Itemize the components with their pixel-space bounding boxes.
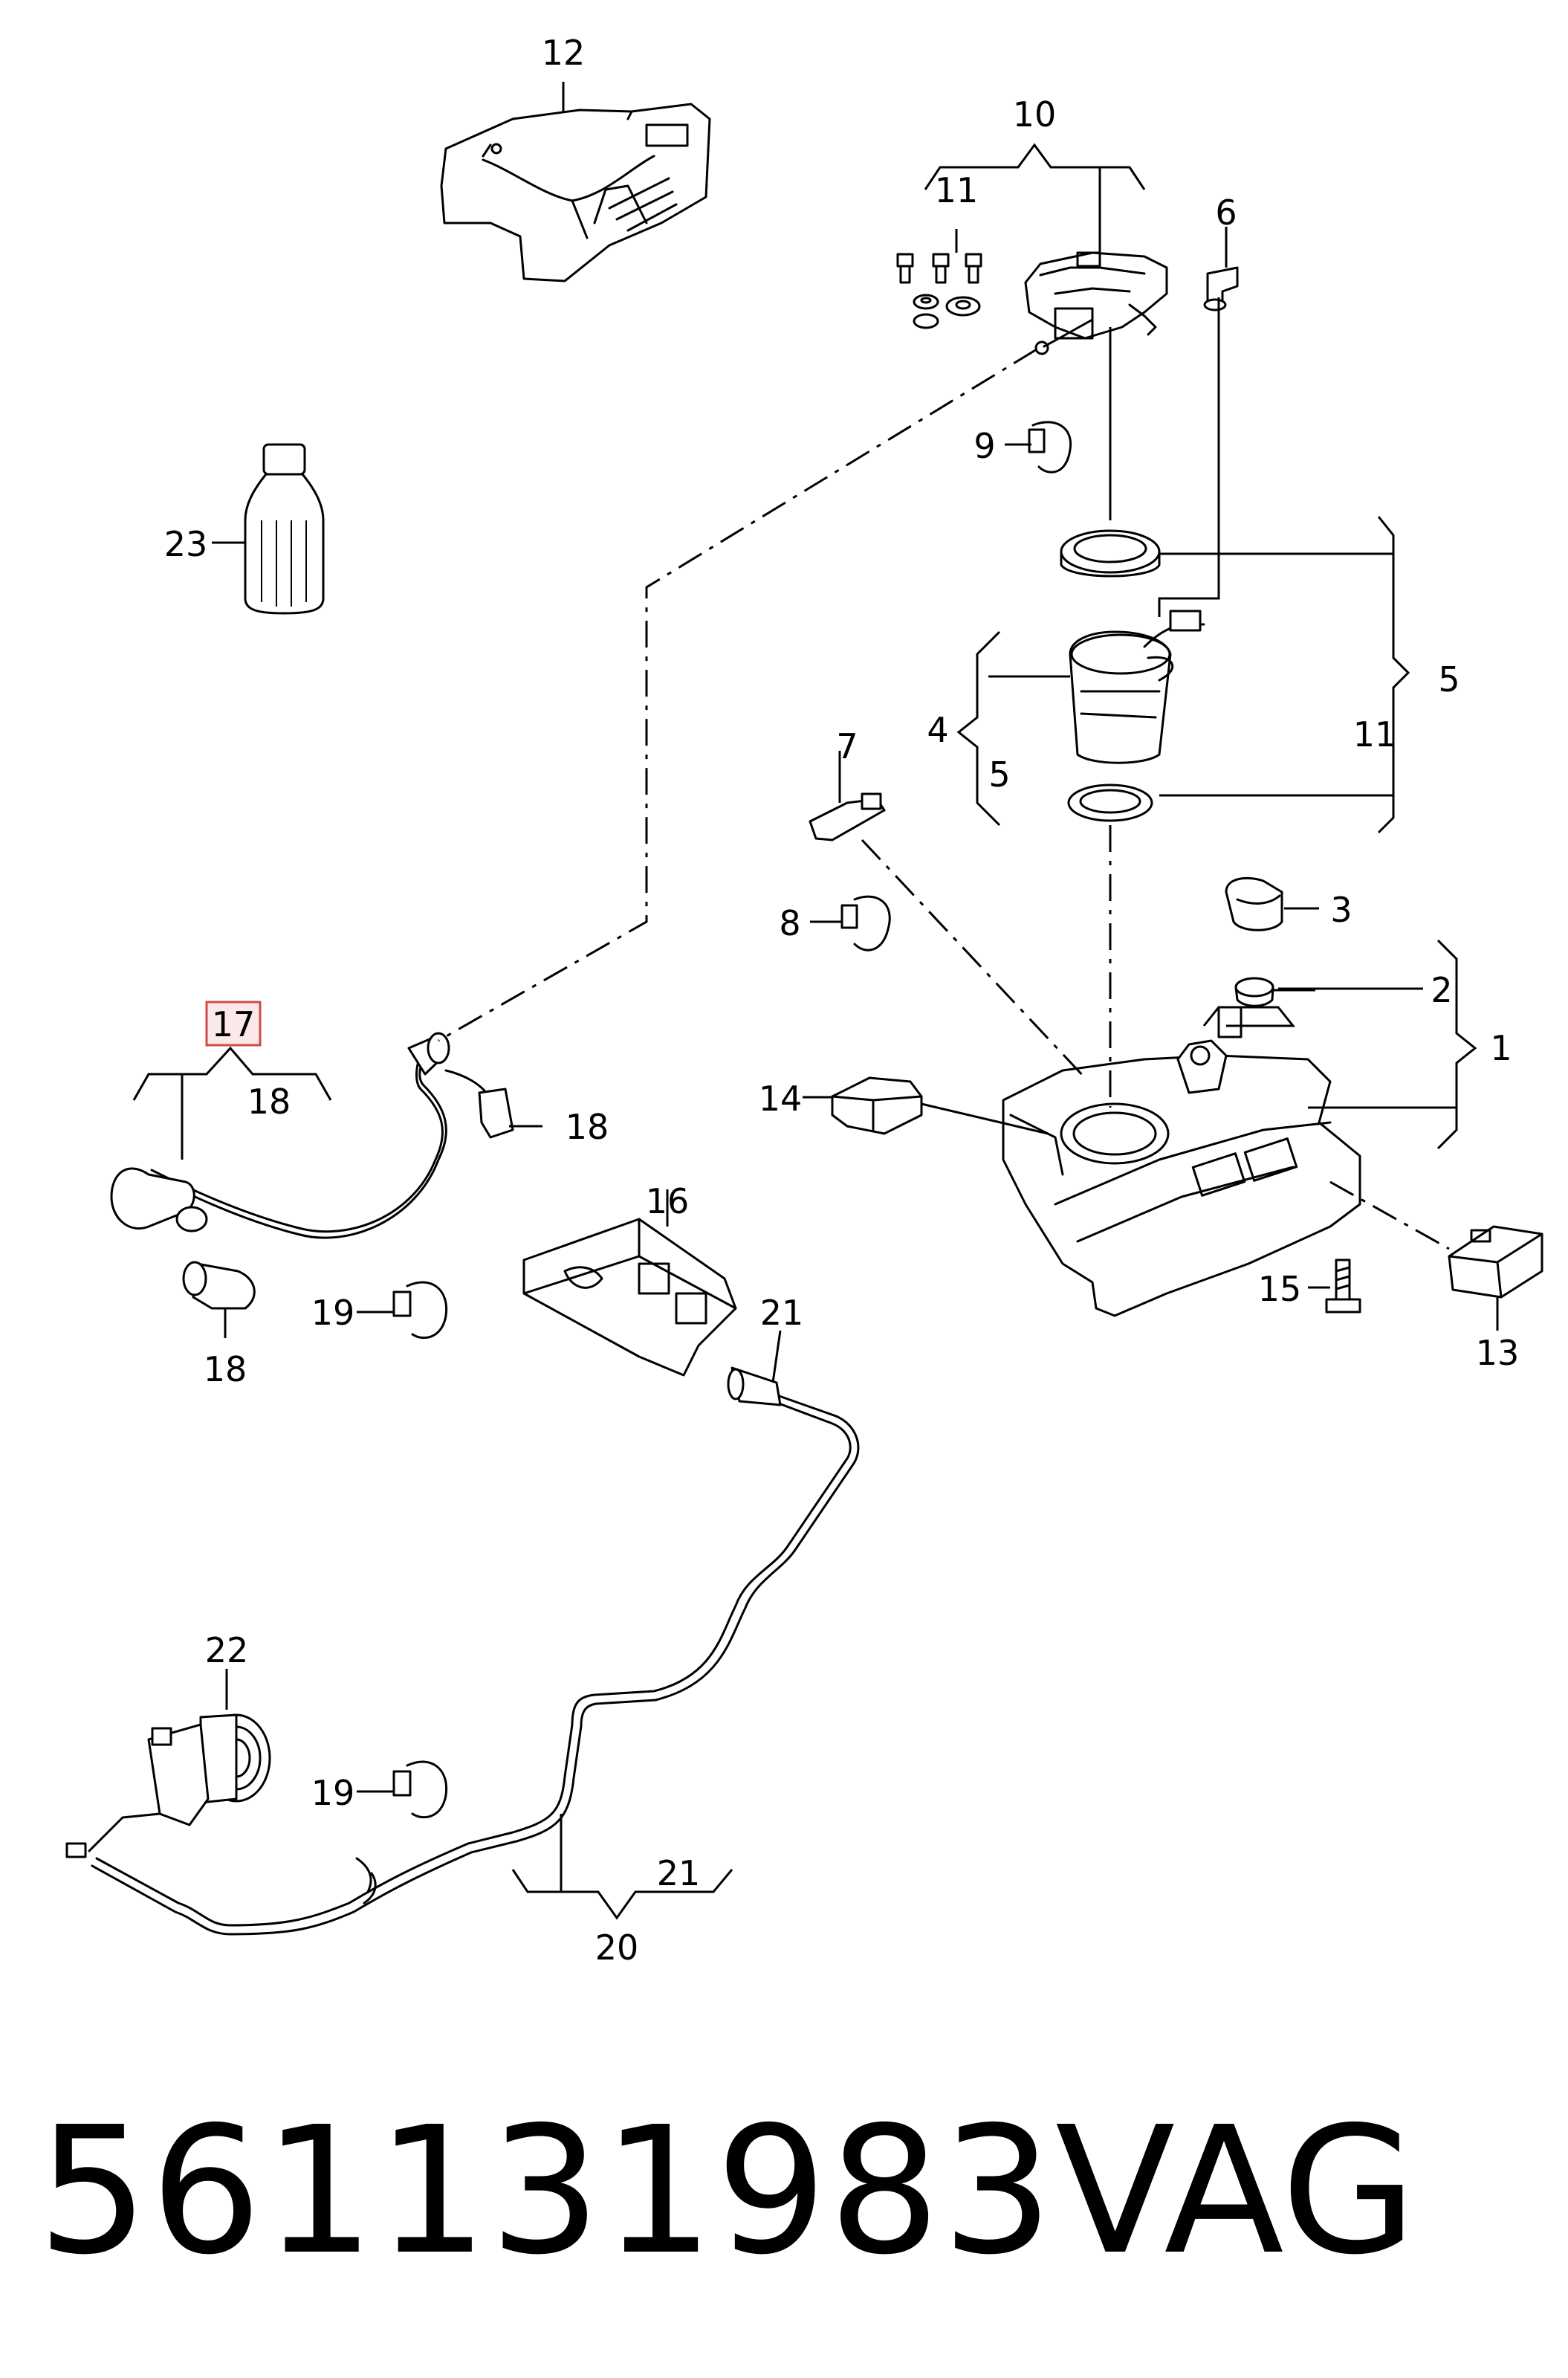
leader-lines [212, 82, 1499, 1793]
callout-22: 22 [205, 1630, 249, 1670]
part-5-lock-ring [1060, 529, 1161, 578]
callout-1: 1 [1490, 1028, 1512, 1068]
callout-12: 12 [542, 33, 586, 73]
part-7-bracket [809, 792, 886, 841]
part-1-fuel-tank [1002, 1006, 1361, 1317]
callout-19-lower: 19 [311, 1773, 355, 1813]
brand-name: VAG [1055, 2089, 1417, 2293]
part-4-fuel-pump [1069, 610, 1205, 764]
callout-4: 4 [927, 710, 948, 750]
callout-16: 16 [646, 1181, 690, 1221]
callout-23: 23 [164, 524, 208, 564]
callout-7: 7 [836, 726, 858, 766]
part-6-elbow [1203, 266, 1239, 311]
part-22-pump [65, 1713, 271, 1858]
part-11-seal [1067, 783, 1153, 822]
part-15-bolt [1325, 1259, 1361, 1314]
part-14-sensor [831, 1076, 923, 1135]
part-number: 561131983 [37, 2089, 1055, 2293]
callout-labels: 12 10 11 6 9 23 5 11 4 5 7 8 3 2 1 14 15… [164, 33, 1520, 1968]
callout-21-lower: 21 [657, 1853, 701, 1893]
part-9-clip [1028, 421, 1072, 474]
callout-10: 10 [1013, 94, 1057, 135]
callout-20: 20 [595, 1928, 639, 1968]
bracket-5-right [1159, 516, 1410, 834]
callout-18-bracket: 18 [247, 1082, 291, 1122]
callout-13: 13 [1476, 1333, 1520, 1373]
callout-2: 2 [1431, 970, 1452, 1010]
part-11-screws [896, 253, 982, 329]
callout-17: 17 [212, 1004, 256, 1044]
callout-9: 9 [973, 426, 995, 466]
part-10-control-unit [1024, 251, 1168, 355]
bracket-17 [132, 1046, 332, 1160]
bracket-4-left [956, 630, 1070, 827]
callout-18-right: 18 [566, 1107, 609, 1147]
part-3-cap [1225, 876, 1283, 931]
callout-11-top: 11 [935, 170, 979, 210]
part-17-harness [110, 1032, 514, 1310]
callout-18-bottom: 18 [204, 1349, 247, 1389]
highlight-box-17 [205, 1001, 262, 1047]
callout-14: 14 [759, 1079, 803, 1119]
callout-11-right: 11 [1353, 714, 1397, 755]
connection-lines [438, 297, 1450, 1250]
part-20-fuel-line [91, 1366, 860, 1936]
part-8-clip [840, 895, 891, 951]
callout-3: 3 [1330, 890, 1352, 930]
bracket-20 [511, 1814, 733, 1920]
callout-5-left: 5 [988, 755, 1010, 795]
part-16-bracket [522, 1218, 737, 1377]
part-19-clip-lower [392, 1760, 448, 1819]
callout-21-upper: 21 [760, 1293, 804, 1333]
callout-15: 15 [1258, 1269, 1302, 1309]
part-13-connector [1448, 1225, 1543, 1299]
part-19-clip-upper [392, 1281, 448, 1340]
part-2-seal [1234, 977, 1274, 1007]
part-12-cover [440, 103, 711, 282]
callout-19-upper: 19 [311, 1293, 355, 1333]
callout-5-right: 5 [1438, 659, 1460, 699]
bracket-1 [1202, 939, 1477, 1150]
callout-6: 6 [1215, 193, 1237, 233]
callout-8: 8 [779, 903, 800, 943]
bracket-10 [924, 143, 1146, 253]
part-23-bottle [244, 443, 325, 615]
